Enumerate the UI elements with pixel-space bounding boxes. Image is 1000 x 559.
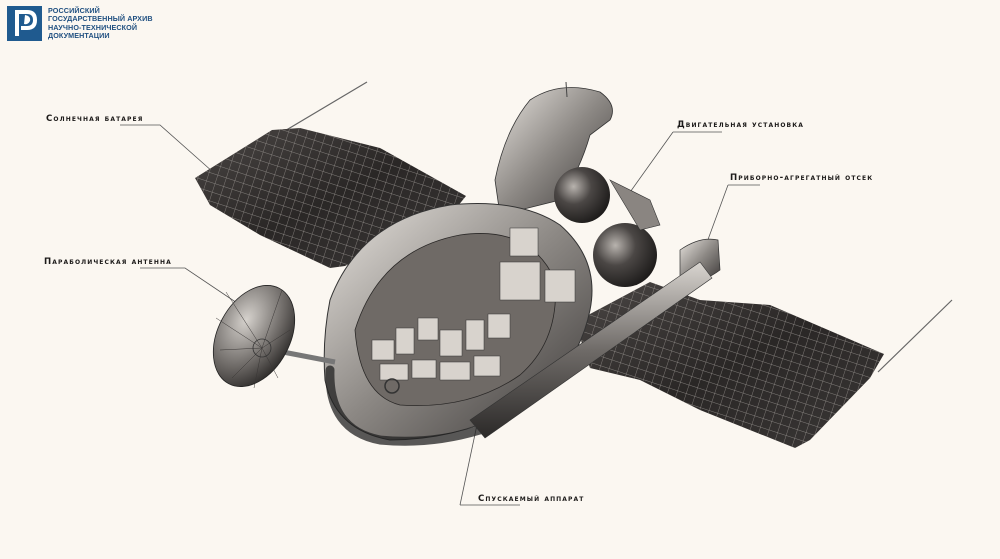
- archive-r-logo-icon: [7, 6, 42, 41]
- archive-name-line: НАУЧНО-ТЕХНИЧЕСКОЙ: [48, 22, 138, 32]
- archive-logo: РОССИЙСКИЙ ГОСУДАРСТВЕННЫЙ АРХИВ НАУЧНО-…: [7, 6, 153, 41]
- archive-name-line: РОССИЙСКИЙ: [48, 6, 100, 15]
- label-descent-module: Спускаемый аппарат: [478, 494, 585, 504]
- propulsion-unit-drawing: [494, 81, 721, 287]
- right-solar-panel: [575, 282, 953, 448]
- leader-lines: [120, 124, 760, 506]
- label-solar-battery: Солнечная батарея: [46, 114, 144, 124]
- parabolic-antenna-drawing: [212, 285, 336, 389]
- archive-name-line: ДОКУМЕНТАЦИИ: [48, 31, 110, 41]
- label-parabolic-antenna: Параболическая антенна: [44, 257, 172, 267]
- label-propulsion-unit: Двигательная установка: [677, 120, 804, 130]
- archive-name-line: ГОСУДАРСТВЕННЫЙ АРХИВ: [48, 14, 153, 24]
- label-instrument-compartment: Приборно-агрегатный отсек: [730, 173, 874, 183]
- descent-module-drawing: [323, 203, 713, 446]
- archive-name: РОССИЙСКИЙ ГОСУДАРСТВЕННЫЙ АРХИВ НАУЧНО-…: [48, 6, 153, 41]
